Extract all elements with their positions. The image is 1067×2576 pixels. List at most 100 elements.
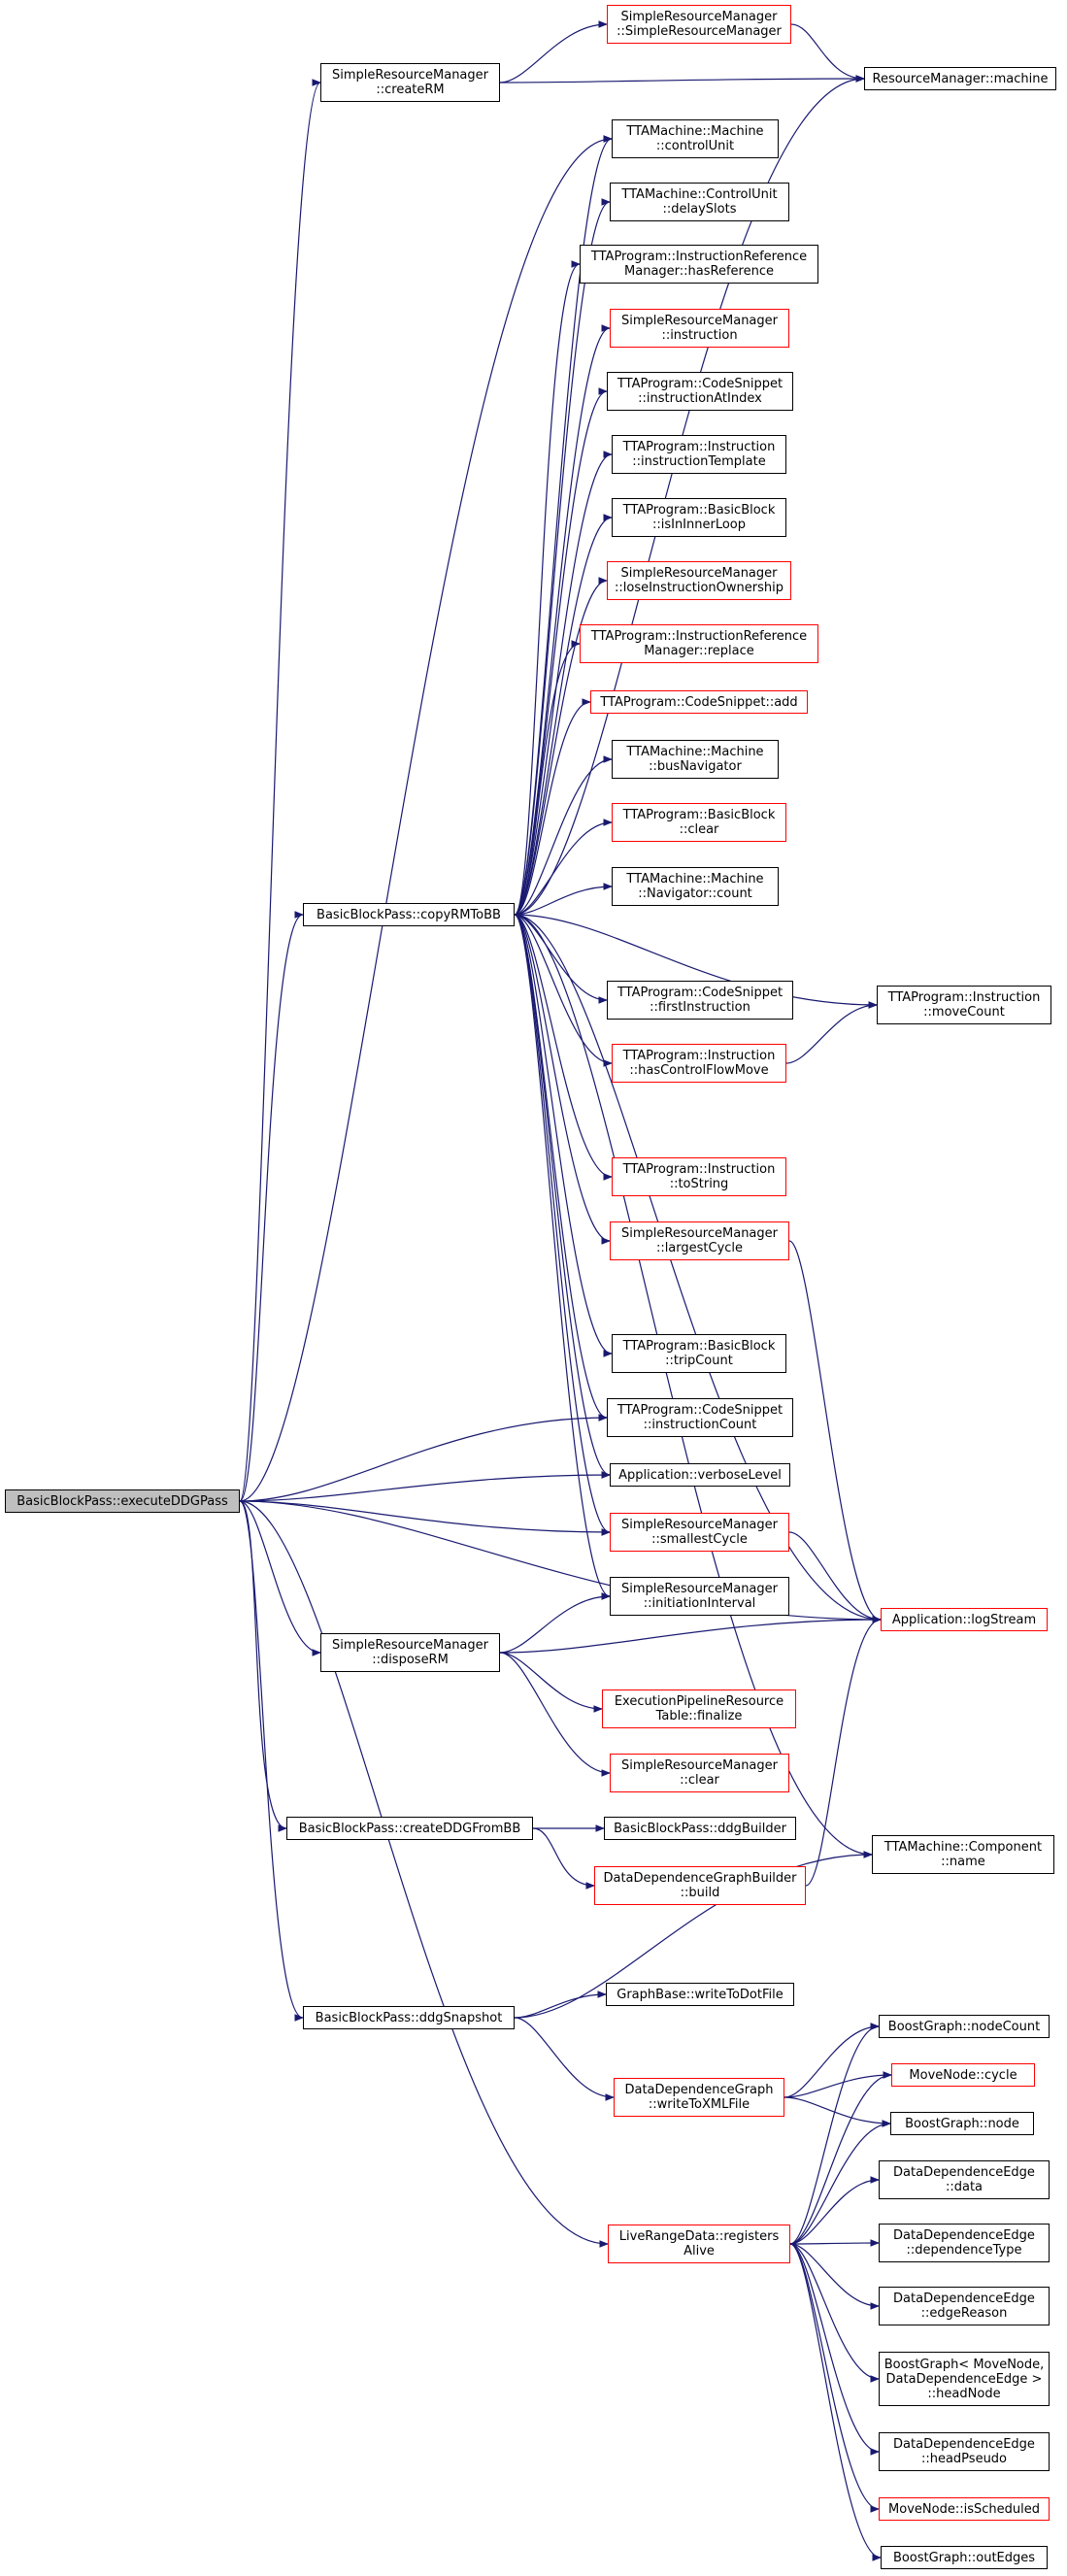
- node-label-line: TTAProgram::CodeSnippet: [617, 1403, 784, 1418]
- node-executeDDGPass[interactable]: BasicBlockPass::executeDDGPass: [5, 1489, 240, 1513]
- node-hasControlFlowMove[interactable]: TTAProgram::Instruction::hasControlFlowM…: [612, 1044, 786, 1083]
- node-copyRMToBB[interactable]: BasicBlockPass::copyRMToBB: [303, 903, 515, 926]
- node-loseInstructionOwnership[interactable]: SimpleResourceManager::loseInstructionOw…: [607, 561, 791, 600]
- edge-SRMctor-to-RMmachine: [790, 23, 865, 83]
- node-ddgBuilder[interactable]: BasicBlockPass::ddgBuilder: [604, 1817, 796, 1840]
- edge-disposeRM-to-initiationInterval: [499, 1592, 611, 1654]
- node-nodeCount[interactable]: BoostGraph::nodeCount: [879, 2015, 1050, 2038]
- node-srmClear[interactable]: SimpleResourceManager::clear: [610, 1754, 789, 1792]
- node-label-line: SimpleResourceManager: [621, 1518, 778, 1532]
- node-label-line: BasicBlockPass::executeDDGPass: [17, 1493, 228, 1509]
- node-label-line: Manager::replace: [644, 644, 754, 658]
- node-tripCount[interactable]: TTAProgram::BasicBlock::tripCount: [612, 1334, 786, 1373]
- node-label-line: ::controlUnit: [655, 139, 735, 153]
- node-label-line: TTAProgram::CodeSnippet: [617, 377, 784, 391]
- node-ddgSnapshot[interactable]: BasicBlockPass::ddgSnapshot: [303, 2006, 515, 2029]
- edge-copyRMToBB-to-instructionCount: [514, 914, 608, 1422]
- node-label-line: BasicBlockPass::ddgBuilder: [614, 1821, 786, 1836]
- node-label-line: ::name: [941, 1855, 985, 1869]
- node-outEdges[interactable]: BoostGraph::outEdges: [881, 2546, 1048, 2569]
- node-label-line: SimpleResourceManager: [621, 1758, 778, 1773]
- node-firstInstruction[interactable]: TTAProgram::CodeSnippet::firstInstructio…: [607, 981, 793, 1020]
- node-label-line: DataDependenceEdge >: [885, 2371, 1043, 2387]
- node-label-line: MoveNode::isScheduled: [888, 2501, 1040, 2517]
- node-componentName[interactable]: TTAMachine::Component::name: [872, 1835, 1054, 1874]
- node-label-line: SimpleResourceManager: [621, 1582, 778, 1596]
- edge-copyRMToBB-to-delaySlots: [514, 198, 611, 916]
- node-label-line: ::build: [680, 1886, 720, 1900]
- edge-copyRMToBB-to-csAdd: [514, 698, 591, 916]
- node-RMmachine[interactable]: ResourceManager::machine: [864, 67, 1056, 90]
- node-csAdd[interactable]: TTAProgram::CodeSnippet::add: [590, 690, 808, 714]
- node-label-line: TTAProgram::CodeSnippet: [617, 986, 784, 1000]
- node-label-line: ::instructionTemplate: [632, 454, 766, 469]
- node-largestCycle[interactable]: SimpleResourceManager::largestCycle: [610, 1221, 789, 1260]
- node-isInInnerLoop[interactable]: TTAProgram::BasicBlock::isInInnerLoop: [612, 498, 786, 537]
- edge-copyRMToBB-to-verboseLevel: [514, 914, 611, 1479]
- node-moveCount[interactable]: TTAProgram::Instruction::moveCount: [877, 986, 1051, 1024]
- node-createDDGFromBB[interactable]: BasicBlockPass::createDDGFromBB: [286, 1817, 533, 1840]
- node-label-line: ExecutionPipelineResource: [614, 1694, 784, 1709]
- node-writeToXMLFile[interactable]: DataDependenceGraph::writeToXMLFile: [614, 2078, 784, 2117]
- node-edgeData[interactable]: DataDependenceEdge::data: [879, 2160, 1050, 2199]
- node-mnCycle[interactable]: MoveNode::cycle: [891, 2063, 1035, 2087]
- node-label-line: TTAProgram::CodeSnippet::add: [600, 694, 798, 710]
- node-createRM[interactable]: SimpleResourceManager::createRM: [320, 63, 500, 102]
- node-controlUnit[interactable]: TTAMachine::Machine::controlUnit: [612, 119, 779, 158]
- node-label-line: ::initiationInterval: [643, 1596, 756, 1611]
- edge-disposeRM-to-srmClear: [499, 1652, 611, 1777]
- node-SRMctor[interactable]: SimpleResourceManager::SimpleResourceMan…: [607, 5, 791, 44]
- edge-executeDDGPass-to-ddgSnapshot: [239, 1500, 304, 2022]
- node-label-line: TTAProgram::Instruction: [622, 440, 776, 454]
- edge-disposeRM-to-logStream: [499, 1616, 882, 1654]
- node-ddgbBuild[interactable]: DataDependenceGraphBuilder::build: [594, 1866, 806, 1905]
- node-instructionAtIndex[interactable]: TTAProgram::CodeSnippet::instructionAtIn…: [607, 372, 793, 411]
- node-label-line: SimpleResourceManager: [332, 1638, 488, 1653]
- node-bgNode[interactable]: BoostGraph::node: [890, 2112, 1034, 2135]
- node-label-line: ::moveCount: [923, 1005, 1005, 1020]
- node-label-line: BoostGraph::node: [905, 2116, 1019, 2131]
- edge-copyRMToBB-to-busNavigator: [514, 755, 613, 916]
- edge-copyRMToBB-to-logStream: [514, 914, 882, 1623]
- node-label-line: ::headNode: [927, 2386, 1001, 2401]
- node-label-line: TTAProgram::BasicBlock: [622, 503, 776, 518]
- edge-registersAlive-to-nodeCount: [789, 2023, 880, 2245]
- node-navCount[interactable]: TTAMachine::Machine::Navigator::count: [612, 867, 779, 906]
- node-label-line: ::isInInnerLoop: [651, 518, 747, 532]
- edge-createDDGFromBB-to-ddgbBuild: [532, 1827, 595, 1890]
- node-bbClear[interactable]: TTAProgram::BasicBlock::clear: [612, 803, 786, 842]
- node-dependenceType[interactable]: DataDependenceEdge::dependenceType: [879, 2224, 1050, 2262]
- edge-ddgbBuild-to-logStream: [805, 1616, 882, 1887]
- edge-executeDDGPass-to-controlUnit: [239, 135, 613, 1502]
- node-initiationInterval[interactable]: SimpleResourceManager::initiationInterva…: [610, 1577, 789, 1616]
- node-headPseudo[interactable]: DataDependenceEdge::headPseudo: [879, 2432, 1050, 2471]
- node-label-line: DataDependenceEdge: [893, 2292, 1035, 2306]
- node-label-line: TTAProgram::Instruction: [622, 1049, 776, 1063]
- node-edgeReason[interactable]: DataDependenceEdge::edgeReason: [879, 2287, 1050, 2325]
- edge-executeDDGPass-to-instructionCount: [239, 1414, 608, 1502]
- node-toString[interactable]: TTAProgram::Instruction::toString: [612, 1157, 786, 1196]
- node-instructionCount[interactable]: TTAProgram::CodeSnippet::instructionCoun…: [607, 1398, 793, 1437]
- node-label-line: TTAMachine::Machine: [626, 872, 764, 887]
- edge-writeToXMLFile-to-mnCycle: [784, 2071, 892, 2098]
- node-label-line: BoostGraph::outEdges: [892, 2550, 1036, 2565]
- node-label-line: ::data: [945, 2180, 984, 2194]
- node-instruction[interactable]: SimpleResourceManager::instruction: [610, 309, 789, 348]
- node-disposeRM[interactable]: SimpleResourceManager::disposeRM: [320, 1633, 500, 1672]
- node-label-line: ::instructionAtIndex: [638, 391, 762, 406]
- node-label-line: TTAProgram::BasicBlock: [622, 1339, 776, 1354]
- node-label-line: DataDependenceGraph: [624, 2083, 774, 2097]
- node-delaySlots[interactable]: TTAMachine::ControlUnit::delaySlots: [610, 183, 789, 221]
- node-writeToDotFile[interactable]: GraphBase::writeToDotFile: [606, 1983, 794, 2006]
- node-verboseLevel[interactable]: Application::verboseLevel: [610, 1463, 790, 1487]
- node-logStream[interactable]: Application::logStream: [881, 1608, 1048, 1631]
- node-headNode[interactable]: BoostGraph< MoveNode,DataDependenceEdge …: [879, 2352, 1050, 2406]
- node-isScheduled[interactable]: MoveNode::isScheduled: [879, 2497, 1050, 2521]
- node-busNavigator[interactable]: TTAMachine::Machine::busNavigator: [612, 740, 779, 779]
- node-instructionTemplate[interactable]: TTAProgram::Instruction::instructionTemp…: [612, 435, 786, 474]
- node-smallestCycle[interactable]: SimpleResourceManager::smallestCycle: [610, 1513, 789, 1552]
